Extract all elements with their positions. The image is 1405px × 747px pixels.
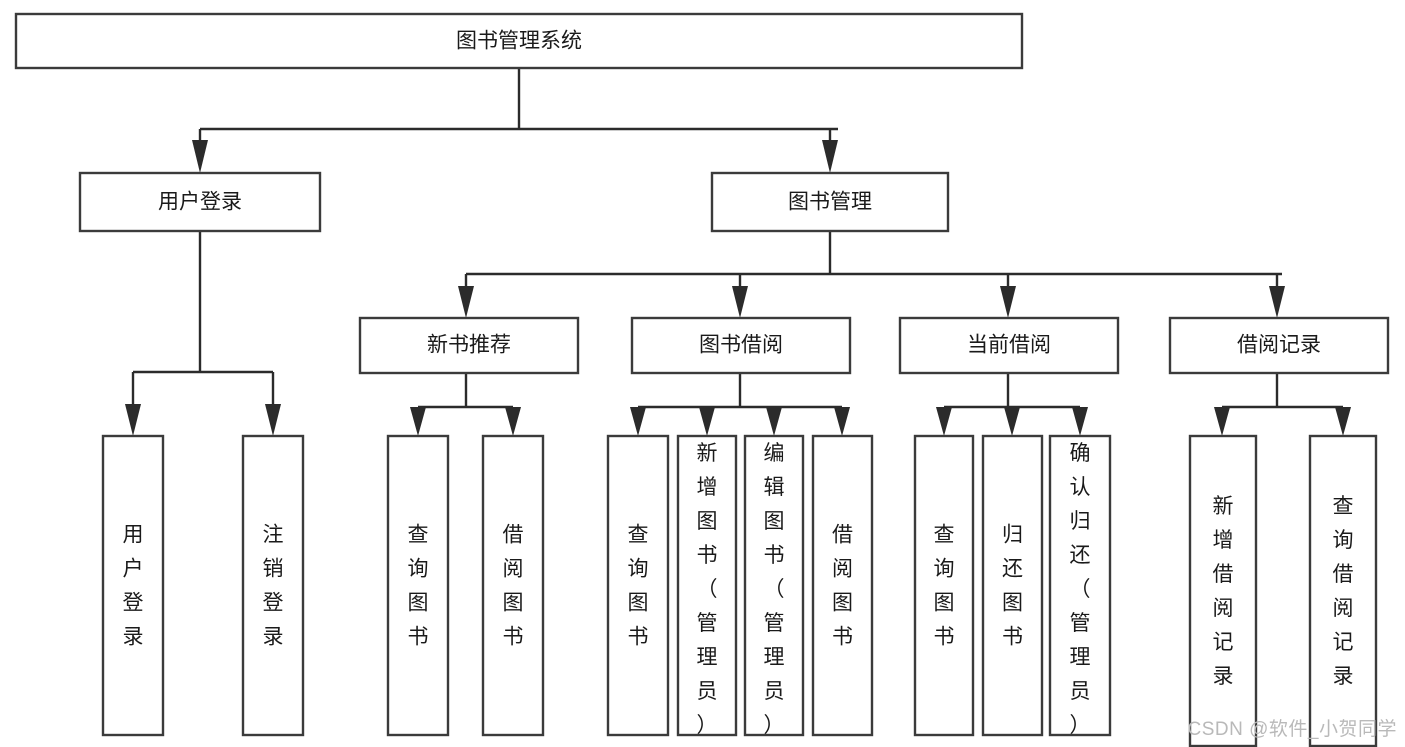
book-management-box[interactable]	[710, 171, 950, 233]
arrowhead-nbr-query	[410, 407, 426, 436]
connectors-book-manage-to-level3	[458, 231, 1285, 318]
bracket-glyph: ）	[764, 714, 785, 737]
connectors-book-borrow-to-leaves	[630, 373, 850, 436]
node-book-borrow[interactable]: 图书借阅	[630, 316, 852, 375]
arrowhead-bb-add	[699, 407, 715, 436]
leaf-label: 注销登录	[263, 524, 284, 649]
arrowhead-new-book-rec	[458, 286, 474, 318]
leaf-box[interactable]	[1308, 434, 1378, 747]
connectors-borrow-record-to-leaves	[1214, 373, 1351, 436]
borrow-record-box[interactable]	[1168, 316, 1390, 375]
arrowhead-current-borrow	[1000, 286, 1016, 318]
arrowhead-bb-edit	[766, 407, 782, 436]
new-book-recommend-label: 新书推荐	[427, 334, 511, 357]
arrowhead-borrow-record	[1269, 286, 1285, 318]
arrowhead-user-login	[192, 140, 208, 173]
book-borrow-box[interactable]	[630, 316, 852, 375]
node-user-login[interactable]: 用户登录	[78, 171, 322, 233]
leaf-box[interactable]	[676, 434, 738, 737]
leaf-node[interactable]: 确认归还（管理员）	[1048, 434, 1112, 737]
connectors-user-login-to-leaves	[125, 231, 281, 436]
connectors-current-borrow-to-leaves	[936, 373, 1088, 436]
leaf-box[interactable]	[981, 434, 1044, 737]
node-new-book-recommend[interactable]: 新书推荐	[358, 316, 580, 375]
leaf-label: 编辑图书（管理员）	[764, 442, 785, 737]
arrowhead-bb-borrow	[834, 407, 850, 436]
leaf-node[interactable]: 借阅图书	[481, 434, 545, 737]
leaf-node[interactable]: 归还图书	[981, 434, 1044, 737]
node-root-system[interactable]: 图书管理系统	[14, 12, 1024, 70]
arrowhead-cb-query	[936, 407, 952, 436]
bracket-glyph: ）	[1070, 714, 1091, 737]
connectors-new-book-rec-to-leaves	[410, 373, 521, 436]
root-box[interactable]	[14, 12, 1024, 70]
leaf-label: 查询借阅记录	[1333, 495, 1354, 688]
root-label: 图书管理系统	[456, 30, 582, 53]
arrowhead-book-borrow	[732, 286, 748, 318]
leaf-node[interactable]: 新增图书（管理员）	[676, 434, 738, 737]
leaf-label: 新增借阅记录	[1213, 495, 1234, 688]
leaf-box[interactable]	[241, 434, 305, 737]
leaf-label: 借阅图书	[503, 524, 524, 649]
arrowhead-leaf-logout	[265, 404, 281, 436]
leaf-node[interactable]: 查询图书	[606, 434, 670, 737]
book-management-label: 图书管理	[788, 191, 872, 214]
leaf-node[interactable]: 借阅图书	[811, 434, 874, 737]
bracket-glyph: （	[1070, 578, 1091, 601]
leaf-label: 查询图书	[408, 524, 429, 649]
leaf-node[interactable]: 查询借阅记录	[1308, 434, 1378, 747]
watermark-text: CSDN @软件_小贺同学	[1187, 719, 1397, 740]
arrowhead-book-manage	[822, 140, 838, 173]
book-borrow-label: 图书借阅	[699, 334, 783, 357]
leaf-box[interactable]	[386, 434, 450, 737]
current-borrow-label: 当前借阅	[967, 334, 1051, 357]
bracket-glyph: ）	[697, 714, 718, 737]
leaf-label: 归还图书	[1002, 524, 1023, 649]
arrowhead-br-query	[1335, 407, 1351, 436]
leaf-label: 查询图书	[628, 524, 649, 649]
user-login-label: 用户登录	[158, 191, 242, 214]
node-current-borrow[interactable]: 当前借阅	[898, 316, 1120, 375]
new-book-recommend-box[interactable]	[358, 316, 580, 375]
borrow-record-label: 借阅记录	[1237, 334, 1321, 357]
leaf-box[interactable]	[1048, 434, 1112, 737]
node-borrow-record[interactable]: 借阅记录	[1168, 316, 1390, 375]
arrowhead-cb-confirm	[1072, 407, 1088, 436]
leaf-label: 用户登录	[123, 524, 144, 649]
bracket-glyph: （	[697, 578, 718, 601]
leaf-node[interactable]: 查询图书	[386, 434, 450, 737]
current-borrow-box[interactable]	[898, 316, 1120, 375]
user-login-box[interactable]	[78, 171, 322, 233]
leaf-box[interactable]	[811, 434, 874, 737]
leaf-box[interactable]	[606, 434, 670, 737]
leaf-label: 确认归还（管理员）	[1070, 442, 1091, 737]
leaf-box[interactable]	[1188, 434, 1258, 747]
leaf-nodes-layer: 用户登录 注销登录 查询图书 借阅图书 查询图书 新增图书（管理员） 编辑图书（管理员） 借阅…	[101, 434, 1378, 747]
arrowhead-bb-query	[630, 407, 646, 436]
arrowhead-cb-return	[1004, 407, 1020, 436]
leaf-node[interactable]: 注销登录	[241, 434, 305, 737]
leaf-label: 查询图书	[934, 524, 955, 649]
arrowhead-br-add	[1214, 407, 1230, 436]
leaf-node[interactable]: 用户登录	[101, 434, 165, 737]
leaf-box[interactable]	[743, 434, 805, 737]
leaf-label: 借阅图书	[832, 524, 853, 649]
leaf-node[interactable]: 查询图书	[913, 434, 975, 737]
arrowhead-leaf-user-login	[125, 404, 141, 436]
connectors-root-to-level2	[192, 68, 838, 173]
leaf-node[interactable]: 编辑图书（管理员）	[743, 434, 805, 737]
bracket-glyph: （	[764, 578, 785, 601]
node-book-management[interactable]: 图书管理	[710, 171, 950, 233]
leaf-label: 新增图书（管理员）	[697, 442, 718, 737]
leaf-box[interactable]	[481, 434, 545, 737]
leaf-node[interactable]: 新增借阅记录	[1188, 434, 1258, 747]
leaf-box[interactable]	[101, 434, 165, 737]
leaf-box[interactable]	[913, 434, 975, 737]
arrowhead-nbr-borrow	[505, 407, 521, 436]
